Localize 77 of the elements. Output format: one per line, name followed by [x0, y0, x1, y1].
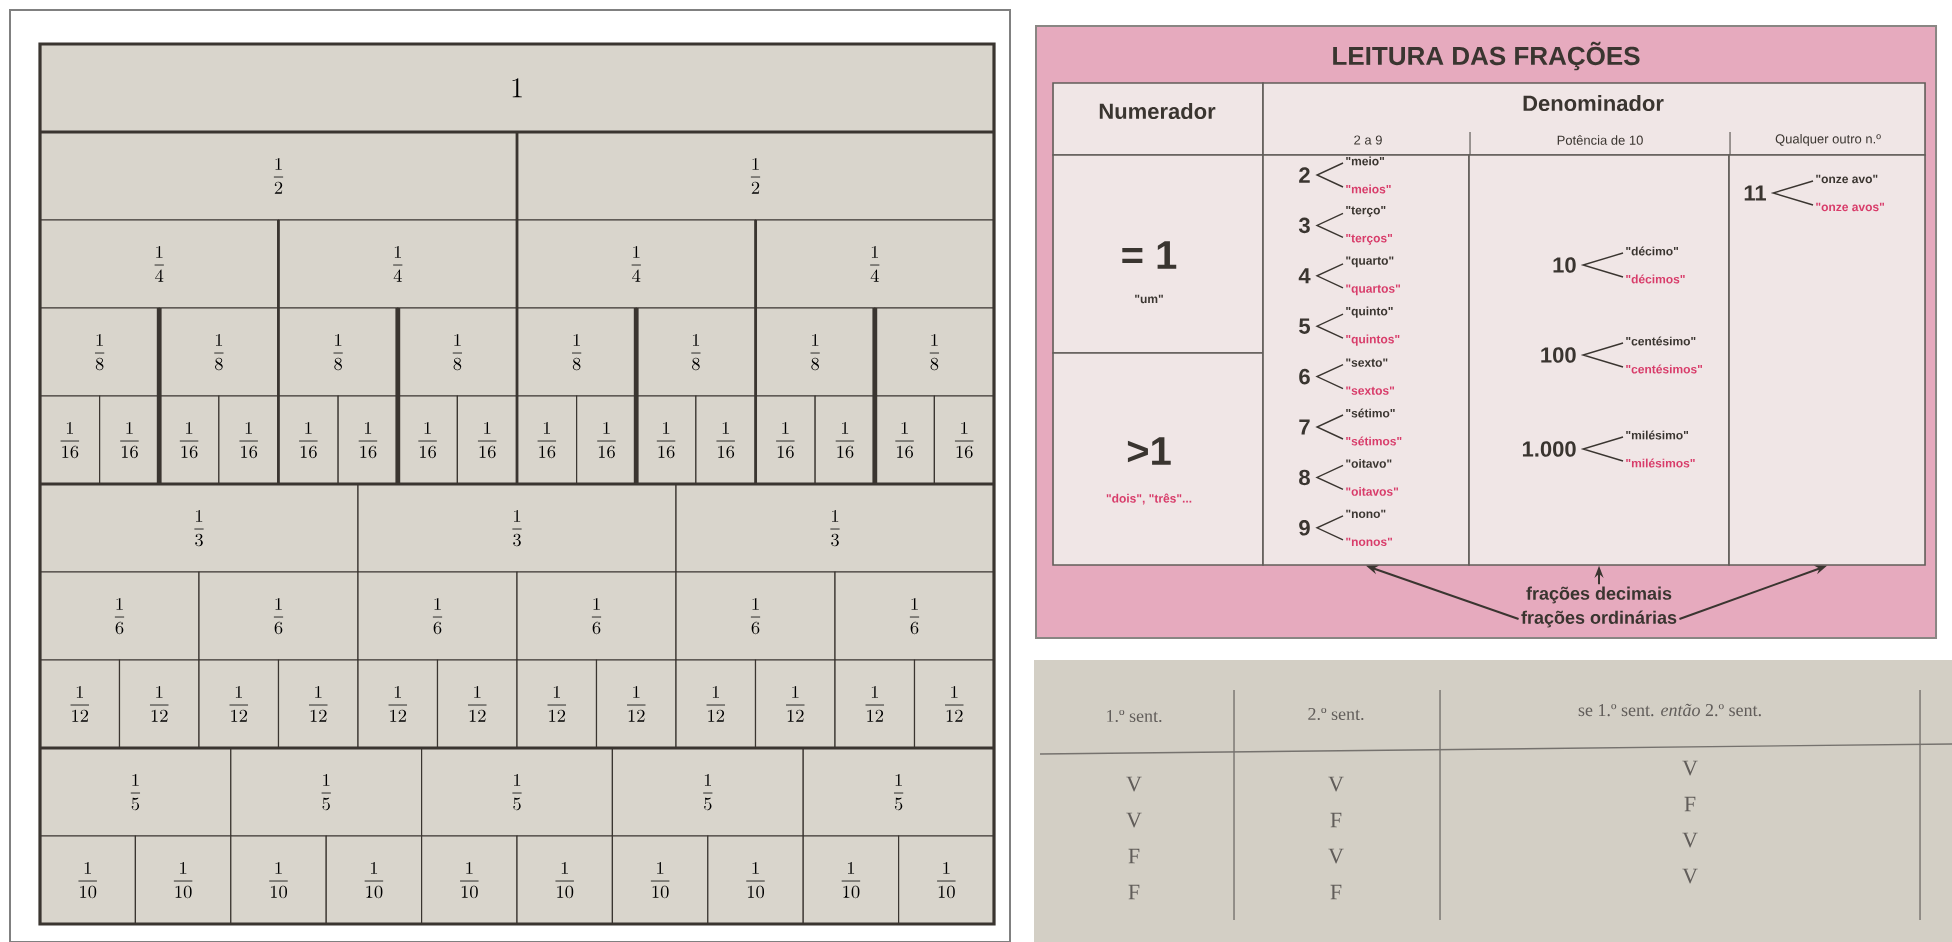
fraction-cell: $\frac{1}{10}$: [516, 835, 613, 925]
truth-value: V: [1328, 776, 1344, 792]
fraction-cell: $\frac{1}{6}$: [516, 571, 677, 661]
fraction-cell: $\frac{1}{8}$: [516, 307, 637, 397]
truth-value: V: [1682, 832, 1698, 848]
fraction-cell: $\frac{1}{4}$: [277, 219, 518, 309]
fraction-cell: $\frac{1}{10}$: [325, 835, 423, 925]
fraction-cell: $\frac{1}{16}$: [39, 395, 101, 485]
fraction-cell: $\frac{1}{16}$: [814, 395, 876, 485]
fraction-cell: $\frac{1}{16}$: [516, 395, 578, 485]
fraction-cell: $\frac{1}{10}$: [898, 835, 995, 925]
fraction-cell: $\frac{1}{12}$: [198, 659, 280, 749]
fraction-cell: $\frac{1}{8}$: [277, 307, 399, 397]
fraction-cell: $\frac{1}{12}$: [39, 659, 121, 749]
fraction-cell: $\frac{1}{12}$: [595, 659, 677, 749]
fraction-cell: $\frac{1}{16}$: [576, 395, 637, 485]
fraction-cell: $\frac{1}{10}$: [421, 835, 518, 925]
fraction-cell: $\frac{1}{12}$: [277, 659, 359, 749]
truth-value: V: [1126, 812, 1142, 828]
truth-value: F: [1128, 884, 1140, 900]
fraction-cell: $\frac{1}{6}$: [834, 571, 995, 661]
fraction-cell: $\frac{1}{8}$: [397, 307, 518, 397]
column-heading: se 1.º sent. então 2.º sent.: [1578, 703, 1761, 717]
fraction-cell: $\frac{1}{10}$: [611, 835, 709, 925]
fraction-cell: $\frac{1}{6}$: [39, 571, 200, 661]
truth-value: V: [1328, 848, 1344, 864]
fraction-cell: $\frac{1}{2}$: [516, 131, 995, 221]
fraction-cell: $\frac{1}{8}$: [635, 307, 757, 397]
fraction-cell: $\frac{1}{12}$: [913, 659, 995, 749]
truth-value: F: [1330, 812, 1342, 828]
truth-value: V: [1682, 760, 1698, 776]
fraction-cell: $\frac{1}{16}$: [754, 395, 816, 485]
header-cell: Numerador: [1052, 82, 1264, 156]
fraction-cell: $\frac{1}{16}$: [277, 395, 339, 485]
fraction-cell: $\frac{1}{10}$: [230, 835, 327, 925]
truth-value: V: [1682, 868, 1698, 884]
fraction-cell: $\frac{1}{4}$: [516, 219, 757, 309]
fraction-cell: $\frac{1}{8}$: [874, 307, 995, 397]
fraction-cell: $\frac{1}{16}$: [99, 395, 160, 485]
fraction-cell: $\frac{1}{16}$: [874, 395, 935, 485]
fraction-cell: $\frac{1}{12}$: [675, 659, 757, 749]
fraction-cell: $\frac{1}{8}$: [754, 307, 876, 397]
fraction-cell: $\frac{1}{16}$: [456, 395, 518, 485]
fraction-cell: $\frac{1}{10}$: [802, 835, 900, 925]
fraction-cell: $\frac{1}{16}$: [337, 395, 399, 485]
fraction-cell: $\frac{1}{16}$: [218, 395, 280, 485]
fraction-cell: $\frac{1}{12}$: [118, 659, 200, 749]
fraction-cell: $\frac{1}{16}$: [397, 395, 458, 485]
fraction-cell: $\frac{1}{2}$: [39, 131, 518, 221]
fraction-cell: $\frac{1}{8}$: [158, 307, 280, 397]
fraction-cell: $\frac{1}{16}$: [695, 395, 757, 485]
truth-value: F: [1330, 884, 1342, 900]
truth-value: F: [1128, 848, 1140, 864]
fraction-cell: $\frac{1}{10}$: [39, 835, 136, 925]
fraction-cell: $\frac{1}{6}$: [357, 571, 518, 661]
fraction-cell: $\frac{1}{16}$: [933, 395, 995, 485]
truth-value: F: [1684, 796, 1696, 812]
fraction-cell: $\frac{1}{8}$: [39, 307, 160, 397]
fraction-cell: $\frac{1}{10}$: [134, 835, 232, 925]
fraction-cell: $\frac{1}{12}$: [516, 659, 598, 749]
fraction-cell: $\frac{1}{10}$: [707, 835, 804, 925]
fraction-cell: $\frac{1}{4}$: [754, 219, 995, 309]
fraction-cell: $\frac{1}{6}$: [198, 571, 359, 661]
fraction-cell: $\frac{1}{12}$: [834, 659, 916, 749]
column-heading: 2.º sent.: [1308, 707, 1364, 721]
column-heading: 1.º sent.: [1107, 709, 1162, 723]
fraction-cell: $\frac{1}{12}$: [754, 659, 836, 749]
fraction-cell: $1$: [39, 43, 995, 133]
annotation: frações decimais: [1526, 586, 1672, 604]
fraction-cell: $\frac{1}{6}$: [675, 571, 836, 661]
truth-value: V: [1126, 776, 1142, 792]
fraction-cell: $\frac{1}{4}$: [39, 219, 280, 309]
fraction-cell: $\frac{1}{16}$: [635, 395, 697, 485]
fraction-cell: $\frac{1}{12}$: [436, 659, 518, 749]
fraction-cell: $\frac{1}{16}$: [158, 395, 220, 485]
fraction-cell: $\frac{1}{12}$: [357, 659, 439, 749]
annotation: frações ordinárias: [1521, 610, 1677, 628]
